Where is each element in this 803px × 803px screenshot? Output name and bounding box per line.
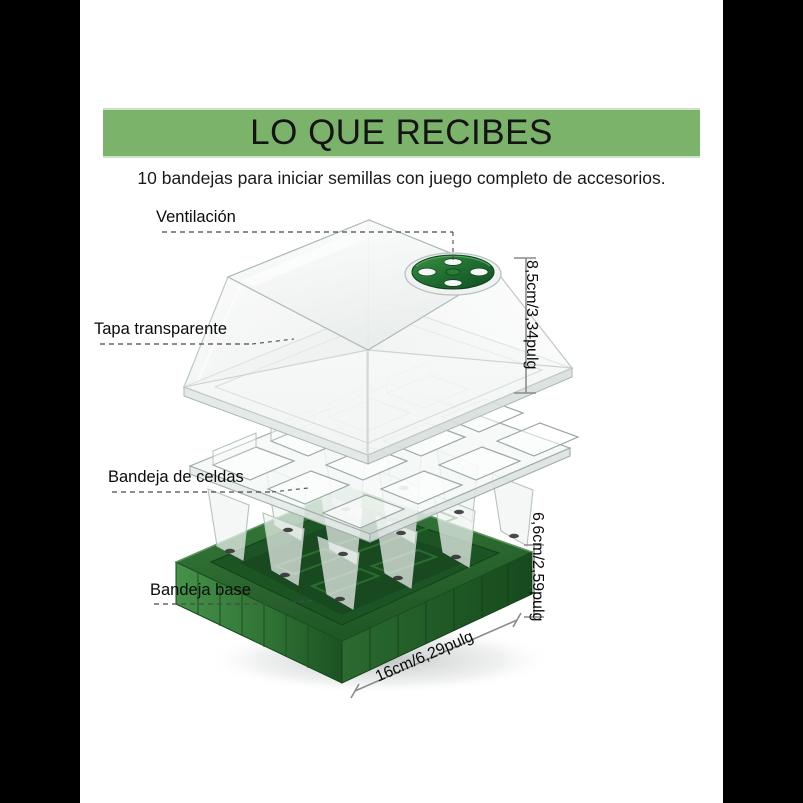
leader-lines	[100, 231, 454, 605]
dimension-brackets	[350, 257, 544, 699]
page-title: LO QUE RECIBES	[250, 113, 553, 152]
subtitle-text: 10 bandejas para iniciar semillas con ju…	[137, 168, 666, 188]
product-infographic-page: LO QUE RECIBES 10 bandejas para iniciar …	[80, 0, 723, 803]
callout-label-ventilacion: Ventilación	[156, 208, 236, 226]
vent-cap	[404, 252, 502, 296]
callout-label-bandeja-base: Bandeja base	[150, 581, 251, 599]
callout-label-tapa-transparente: Tapa transparente	[94, 320, 228, 338]
product-illustration	[80, 0, 723, 803]
bracket-width	[350, 612, 522, 699]
tray-front-ribs	[197, 573, 309, 668]
vent-holes	[417, 258, 489, 287]
bracket-depth	[524, 544, 544, 618]
dimension-label-depth: 6,6cm/2,59pulg	[529, 512, 546, 622]
tray-right-ribs	[369, 564, 509, 670]
exploded-product-diagram	[100, 219, 580, 699]
header-banner: LO QUE RECIBES	[103, 108, 700, 158]
dimension-label-height: 8,5cm/3,34pulg	[523, 260, 540, 370]
bracket-height	[514, 257, 536, 394]
callout-label-bandeja-de-celdas: Bandeja de celdas	[108, 468, 244, 486]
vent-hub	[445, 268, 461, 276]
